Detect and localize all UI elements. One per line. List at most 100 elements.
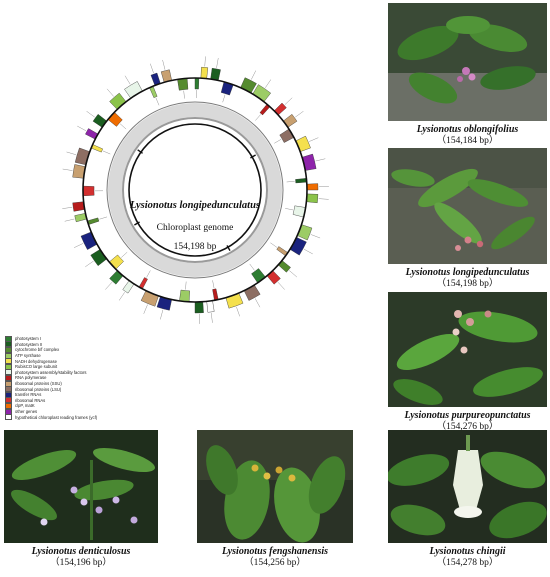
gene-block: [179, 289, 190, 303]
gene-block: [282, 113, 298, 128]
gene-label-line: [289, 270, 298, 278]
gene-label-line: [185, 281, 187, 290]
gene-block: [306, 193, 319, 204]
caption-purpureopunctatus: Lysionotus purpureopunctatus （154,276 bp…: [388, 410, 547, 432]
genome-size: （154,184 bp）: [436, 135, 499, 146]
legend-label: RNA polymerase: [15, 375, 47, 381]
gc-outer-edge: [106, 101, 284, 279]
legend-swatch: [5, 414, 12, 421]
legend-swatch: [5, 363, 12, 370]
gene-label-line: [106, 88, 114, 97]
legend-label: ribosomal RNAs: [15, 397, 46, 403]
gene-label-line: [318, 198, 329, 200]
legend-item: other genes: [5, 408, 155, 415]
gene-block: [107, 111, 123, 127]
gene-block: [92, 113, 108, 128]
gene-label-line: [73, 243, 84, 248]
gene-label-line: [204, 56, 206, 67]
gene-label-line: [64, 218, 75, 222]
photo-denticulosus: [4, 430, 158, 543]
region-boundaries: [134, 149, 256, 251]
genome-size: （154,256 bp）: [244, 557, 306, 568]
gc-content-ring: [108, 103, 282, 277]
legend-label: ribosomal proteins (SSU): [15, 381, 62, 387]
gene-label-line: [102, 150, 111, 155]
gene-label-line: [236, 306, 240, 317]
gene-label-line: [251, 70, 257, 80]
gene-block: [266, 270, 281, 285]
legend-label: NADH dehydrogenase: [15, 358, 57, 364]
gene-label-line: [124, 75, 131, 85]
legend-swatch: [5, 386, 12, 393]
gene-label-line: [310, 234, 321, 239]
gene-label-line: [118, 292, 125, 301]
species-name: Lysionotus longipedunculatus: [405, 267, 530, 278]
genome-size: （154,278 bp）: [436, 557, 499, 568]
gene-block: [212, 288, 219, 301]
legend-swatch: [5, 380, 12, 387]
gene-label-line: [315, 158, 326, 162]
photo-oblongifolius: [388, 3, 547, 121]
genome-size: （154,276 bp）: [436, 421, 499, 432]
gene-label-line: [121, 252, 128, 258]
gc-inner-edge: [122, 117, 268, 263]
gene-block: [251, 268, 266, 284]
gene-label-line: [162, 59, 166, 70]
gene-label-line: [303, 248, 313, 255]
gene-label-line: [249, 263, 255, 271]
legend-label: RubisCO large subunit: [15, 364, 58, 370]
photo-chingii: [388, 430, 547, 543]
gene-block: [72, 201, 85, 212]
legend-label: photosystem II: [15, 341, 43, 347]
gene-block: [177, 78, 189, 91]
region-boundary-tick: [137, 149, 143, 154]
legend-item: photosystem I: [5, 335, 155, 342]
gene-block: [82, 185, 95, 197]
legend-swatch: [5, 346, 12, 353]
legend-swatch: [5, 391, 12, 398]
legend-label: ribosomal proteins (LSU): [15, 386, 62, 392]
legend-item: photosystem assembly/stability factors: [5, 369, 155, 376]
gene-label-line: [255, 114, 261, 121]
legend-item: RubisCO large subunit: [5, 363, 155, 370]
gene-label-line: [222, 94, 226, 103]
map-genome-size: 154,198 bp: [174, 242, 217, 252]
legend-item: ribosomal RNAs: [5, 397, 155, 404]
species-name: Lysionotus purpureopunctatus: [404, 410, 531, 421]
outer-gene-ring: [82, 77, 308, 303]
region-boundary-tick: [226, 245, 231, 251]
gene-label-line: [212, 280, 215, 289]
gene-label-line: [295, 111, 304, 118]
legend-swatch: [5, 369, 12, 376]
legend-swatch: [5, 335, 12, 342]
gene-block: [108, 254, 124, 270]
gene-block: [109, 92, 127, 110]
genome-map-graphic: Lysionotus longipedunculatus Chloroplast…: [62, 56, 329, 324]
gene-label-line: [99, 216, 108, 220]
photo-longipedunculatus: [388, 148, 547, 264]
gene-label-line: [309, 137, 319, 142]
legend-item: ribosomal proteins (LSU): [5, 386, 155, 393]
gene-label-line: [265, 79, 272, 88]
gene-label-line: [284, 97, 293, 105]
legend-item: cytochrome b/f complex: [5, 346, 155, 353]
gene-block: [206, 300, 215, 313]
gene-label-ticks: [62, 56, 329, 324]
region-boundary-tick: [250, 154, 256, 159]
caption-chingii: Lysionotus chingii （154,278 bp）: [388, 546, 547, 568]
chloroplast-genome-map: Lysionotus longipedunculatus Chloroplast…: [0, 0, 375, 340]
legend-swatch: [5, 397, 12, 404]
legend-label: photosystem I: [15, 336, 42, 342]
gene-label-line: [277, 282, 285, 290]
caption-oblongifolius: Lysionotus oblongifolius （154,184 bp）: [388, 124, 547, 146]
legend-swatch: [5, 358, 12, 365]
gene-label-line: [216, 58, 219, 68]
gene-block: [279, 128, 295, 143]
species-name: Lysionotus oblongifolius: [416, 124, 519, 135]
legend-swatch: [5, 374, 12, 381]
gene-label-line: [85, 260, 94, 268]
legend-item: photosystem II: [5, 341, 155, 348]
photo-fengshanensis: [197, 430, 353, 543]
gene-block: [194, 301, 204, 314]
